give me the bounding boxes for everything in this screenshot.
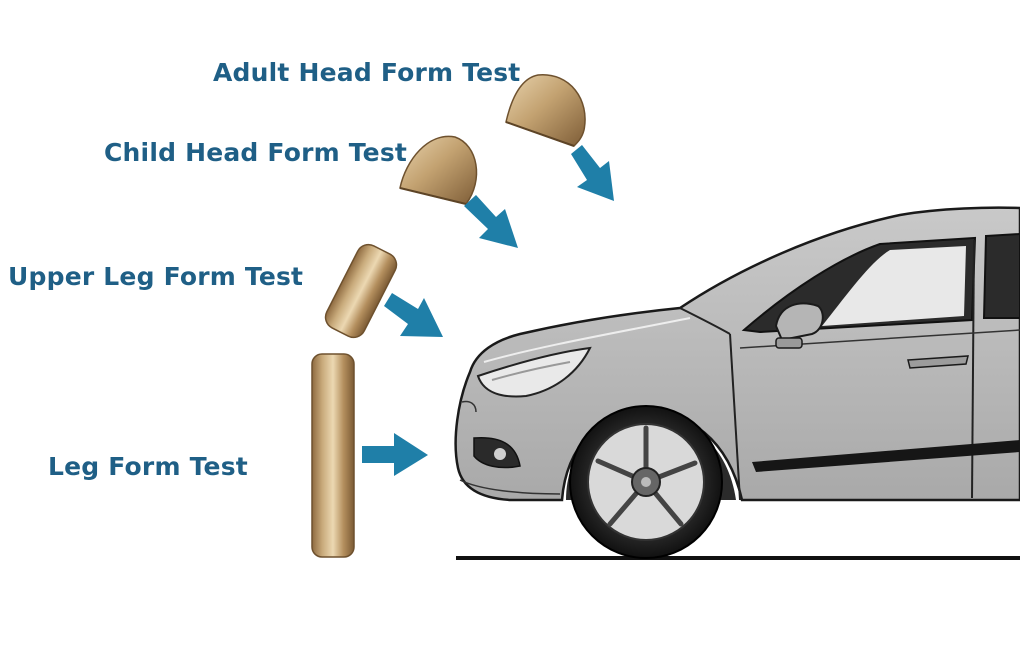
leg-form-test-label: Leg Form Test: [48, 452, 248, 481]
child-head-impactor-icon: [399, 135, 478, 205]
adult-head-impactor-icon: [505, 74, 586, 147]
adult-head-arrow-icon: [571, 145, 614, 201]
upper-leg-impactor-icon: [324, 243, 398, 339]
car-side-view-icon: [454, 206, 1020, 559]
leg-impactor-icon: [311, 353, 355, 558]
adult-head-form-test-label: Adult Head Form Test: [213, 58, 521, 87]
upper-leg-arrow-icon: [384, 293, 443, 337]
child-head-form-test-label: Child Head Form Test: [104, 138, 408, 167]
child-head-arrow-icon: [464, 195, 518, 248]
upper-leg-form-test-label: Upper Leg Form Test: [8, 262, 304, 291]
leg-arrow-icon: [362, 433, 428, 476]
